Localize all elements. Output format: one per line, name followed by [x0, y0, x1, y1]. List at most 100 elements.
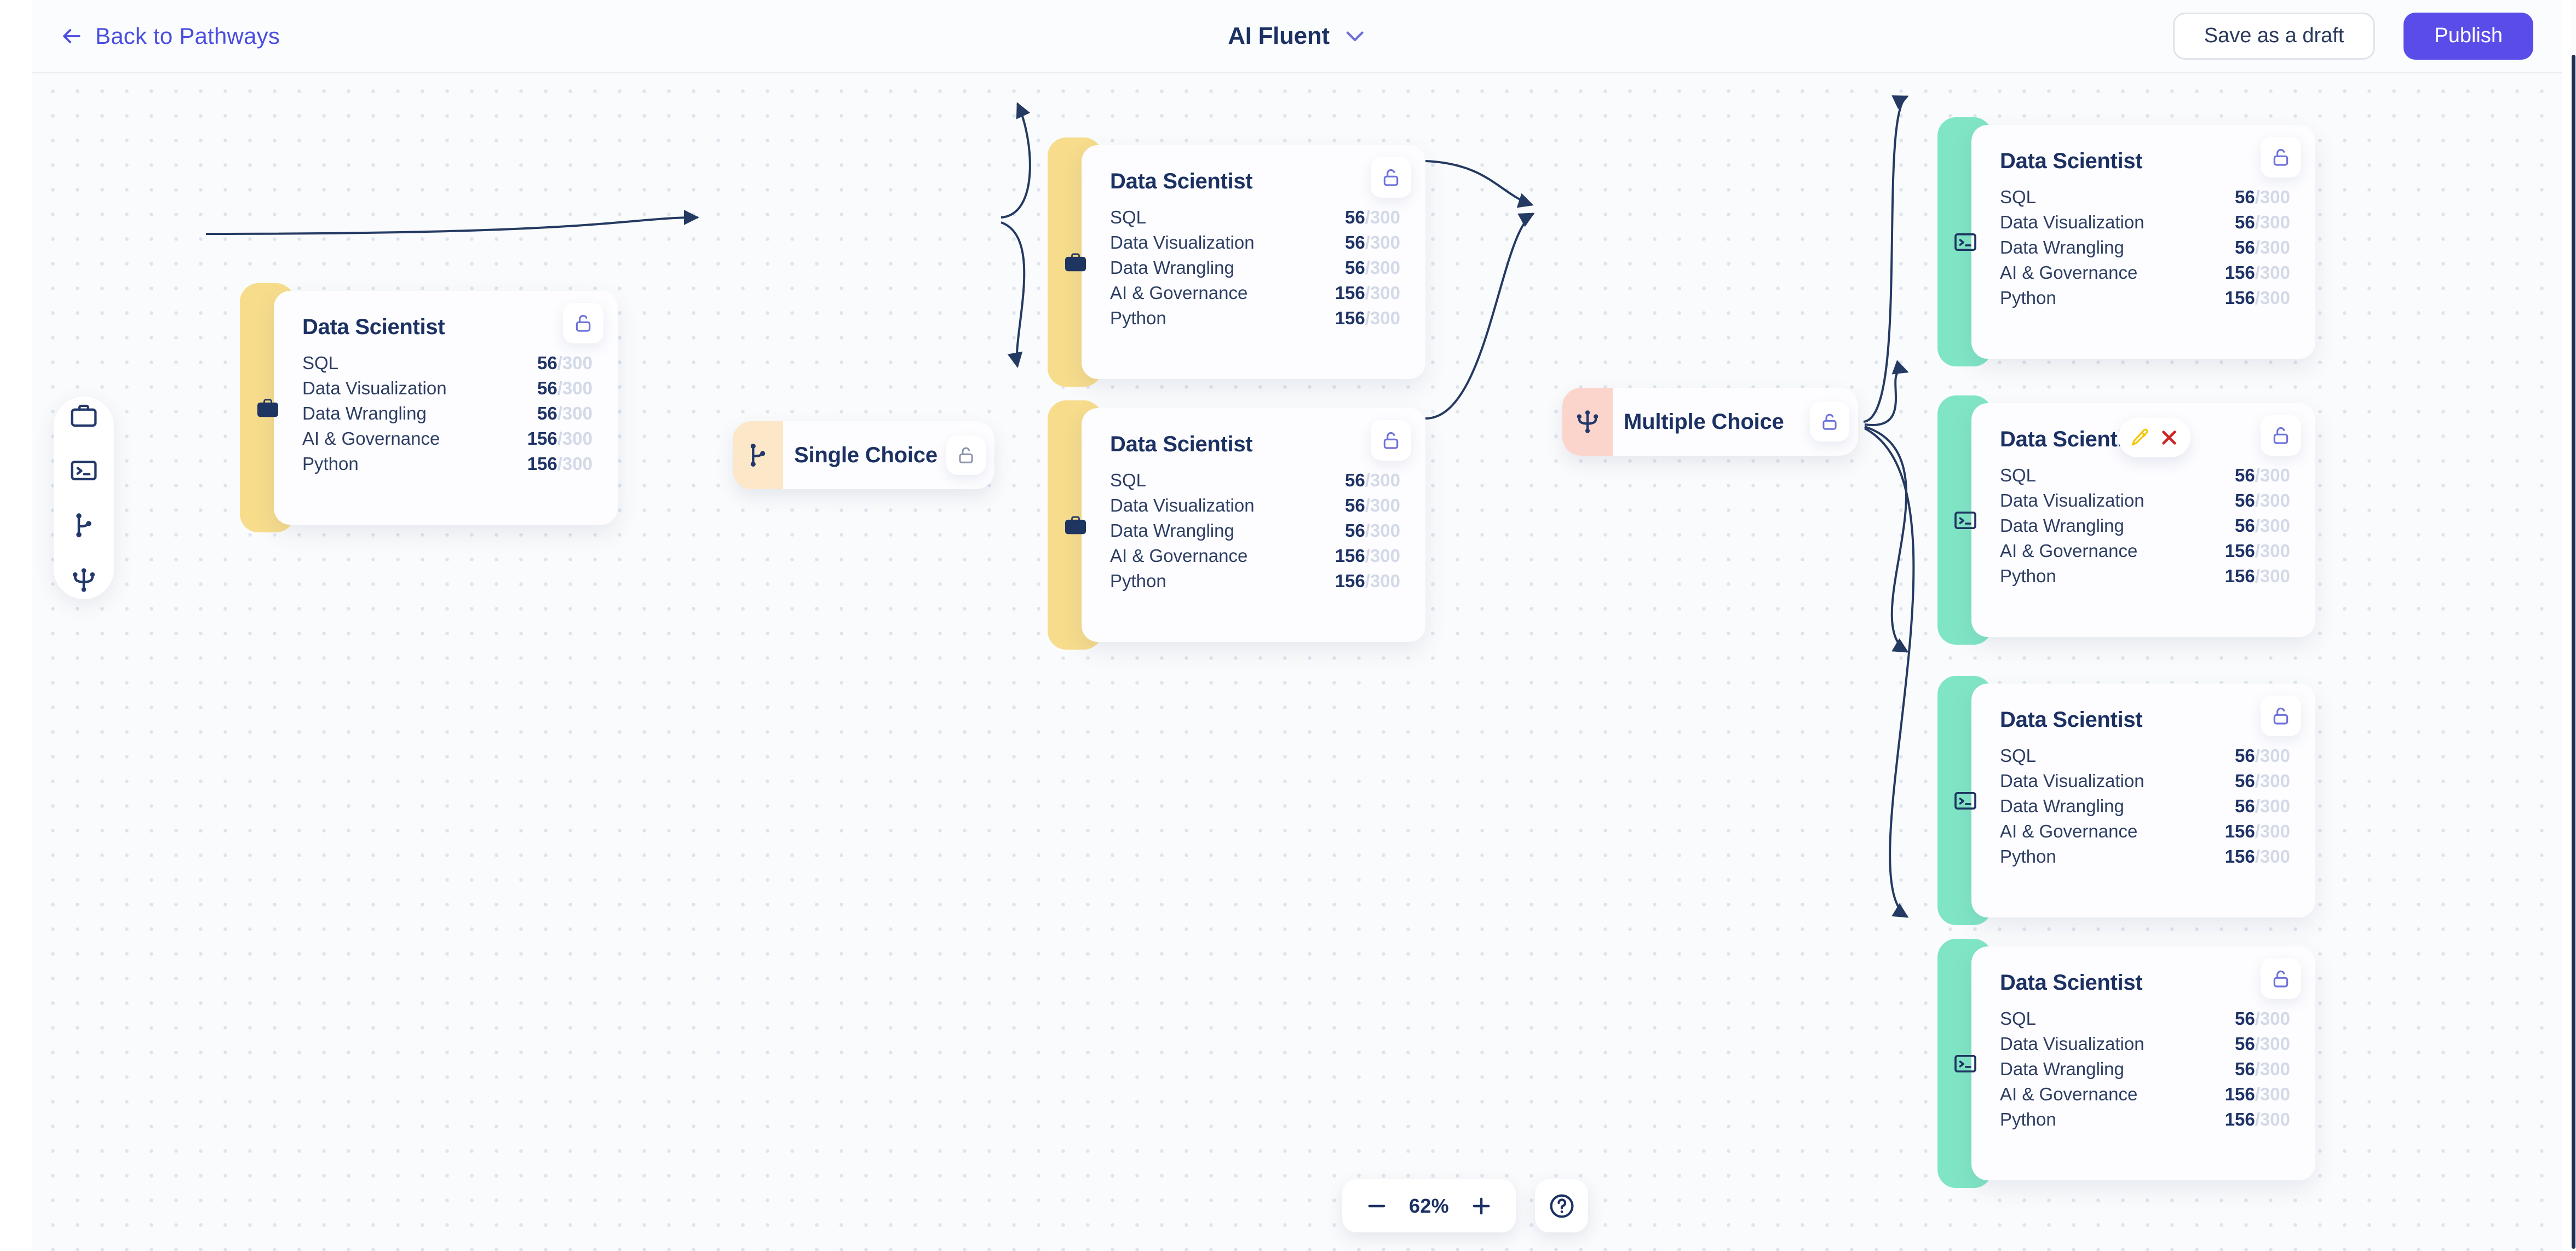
scrollbar-thumb[interactable] [2572, 55, 2575, 1249]
skill-score-value: 156 [2224, 541, 2255, 561]
skill-score-max: /300 [1365, 470, 1400, 490]
skill-score-max: /300 [2255, 262, 2290, 283]
pencil-icon[interactable] [2129, 427, 2150, 448]
skill-score-value: 56 [537, 403, 557, 423]
unlock-icon[interactable] [563, 303, 603, 343]
save-as-draft-button[interactable]: Save as a draft [2172, 12, 2376, 60]
skill-score: 56/300 [2235, 212, 2290, 233]
back-to-pathways-link[interactable]: Back to Pathways [59, 23, 280, 49]
skill-score-max: /300 [2255, 1109, 2290, 1129]
skill-score: 56/300 [2235, 237, 2290, 258]
palette-terminal-icon[interactable] [67, 454, 101, 487]
skill-score-value: 56 [2235, 796, 2255, 816]
skill-score-value: 56 [537, 353, 557, 373]
skill-score-max: /300 [2255, 1059, 2290, 1079]
choice-node-label: Single Choice [794, 443, 938, 467]
palette-single-branch-icon[interactable] [67, 508, 101, 542]
chevron-down-icon [1344, 29, 1366, 43]
skill-name: Data Visualization [2000, 771, 2144, 791]
unlock-icon[interactable] [2261, 959, 2301, 999]
skill-score-max: /300 [2255, 796, 2290, 816]
unlock-icon[interactable] [1371, 157, 1411, 198]
publish-button[interactable]: Publish [2404, 12, 2533, 60]
skill-score-value: 156 [527, 428, 557, 449]
choice-node-label: Multiple Choice [1624, 409, 1784, 434]
unlock-icon[interactable] [2261, 696, 2301, 736]
edge-layer [205, 95, 1915, 918]
skill-name: Python [302, 454, 359, 474]
skill-name: SQL [1110, 207, 1147, 227]
skill-score: 56/300 [1345, 520, 1400, 541]
unlock-icon[interactable] [1371, 420, 1411, 461]
help-button[interactable] [1535, 1179, 1588, 1232]
zoom-in-button[interactable] [1469, 1193, 1494, 1219]
palette-briefcase-icon[interactable] [67, 399, 101, 433]
skill-score-value: 56 [2235, 187, 2255, 207]
document-title-dropdown[interactable]: AI Fluent [1228, 22, 1366, 50]
unlock-icon[interactable] [1810, 402, 1849, 441]
skill-score-value: 156 [527, 454, 557, 474]
skill-score-max: /300 [2255, 1084, 2290, 1104]
skill-score: 156/300 [527, 454, 593, 474]
skill-score-value: 56 [2235, 1034, 2255, 1054]
skill-score-max: /300 [2255, 1008, 2290, 1029]
skill-name: Data Visualization [2000, 490, 2144, 510]
skill-score-max: /300 [2255, 745, 2290, 766]
palette-multi-branch-icon[interactable] [67, 563, 101, 597]
topbar-actions: Save as a draft Publish [2172, 12, 2533, 60]
skill-score: 56/300 [1345, 232, 1400, 253]
question-circle-icon [1548, 1192, 1576, 1220]
briefcase-icon [1063, 250, 1088, 275]
minus-icon [1365, 1195, 1388, 1218]
skill-score: 56/300 [2235, 745, 2290, 766]
skill-score-value: 56 [1345, 470, 1365, 490]
skill-score-max: /300 [2255, 187, 2290, 207]
choice-node-multiple-choice[interactable]: Multiple Choice [1562, 388, 1858, 456]
skill-name: Data Wrangling [1110, 520, 1234, 541]
skill-score: 56/300 [2235, 515, 2290, 536]
skill-score: 156/300 [2225, 288, 2290, 308]
skill-score: 156/300 [2225, 262, 2290, 283]
card-title: Data Scientist [2000, 708, 2143, 732]
page-title: AI Fluent [1228, 22, 1330, 49]
unlock-icon[interactable] [2261, 137, 2301, 177]
node-palette [54, 397, 114, 599]
skill-score-value: 156 [2224, 1109, 2255, 1129]
skill-name: SQL [2000, 1008, 2037, 1029]
skill-name: SQL [302, 353, 339, 373]
skill-score: 156/300 [1335, 308, 1400, 329]
choice-node-single-choice[interactable]: Single Choice [733, 421, 994, 489]
unlock-icon[interactable] [946, 435, 986, 475]
skill-score-max: /300 [2255, 566, 2290, 586]
skill-score-max: /300 [2255, 237, 2290, 257]
close-x-icon[interactable] [2159, 427, 2180, 448]
top-bar: Back to Pathways AI Fluent Save as a dra… [32, 0, 2562, 73]
vertical-scrollbar[interactable] [2571, 0, 2576, 1251]
skill-score-max: /300 [557, 378, 593, 398]
skill-name: Python [1110, 571, 1166, 591]
zoom-out-button[interactable] [1364, 1193, 1389, 1219]
skill-name: SQL [2000, 745, 2037, 766]
unlock-icon[interactable] [2261, 415, 2301, 456]
